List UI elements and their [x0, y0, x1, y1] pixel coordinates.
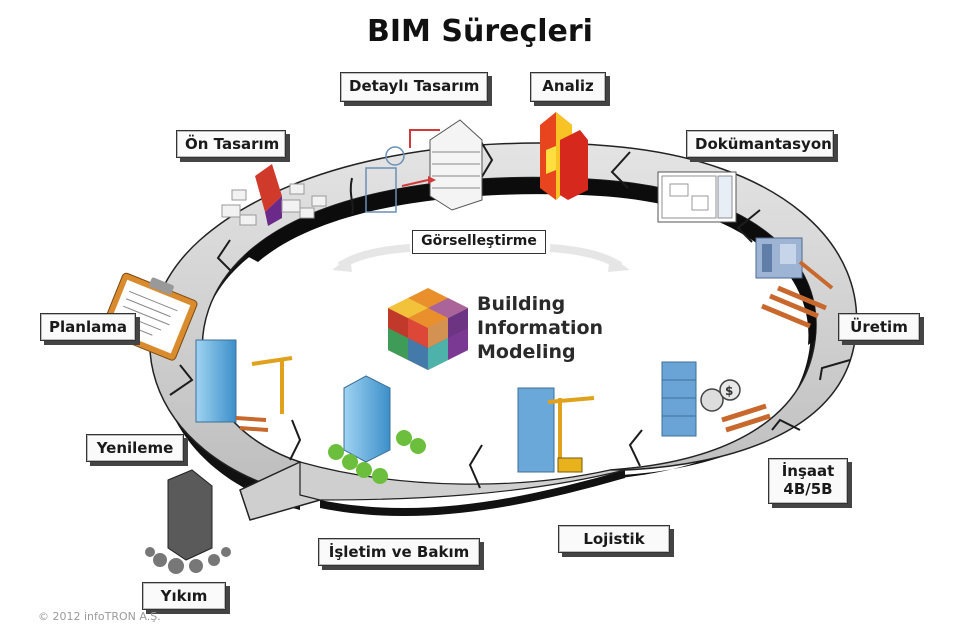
segment-dividers [169, 139, 851, 489]
stage-label-analysis: Analiz [530, 72, 606, 102]
copyright-notice: © 2012 infoTRON A.Ş. [38, 610, 161, 623]
bim-logo-text: Building Information Modeling [477, 292, 603, 364]
drawing-sheet-icon [657, 171, 737, 223]
visualization-label: Görselleştirme [412, 230, 546, 254]
factory-production-icon [755, 237, 834, 329]
stage-label-planning: Planlama [40, 313, 136, 341]
massing-model-icon [221, 164, 327, 226]
crane-logistics-icon [517, 387, 595, 473]
ring-surface [149, 139, 858, 535]
renovation-icon [195, 339, 293, 432]
construction-line-2: 4B/5B [783, 480, 833, 498]
stage-label-demolition: Yıkım [142, 582, 226, 610]
demolition-icon [145, 469, 231, 574]
operations-building-icon [328, 375, 426, 484]
ring-shadow [159, 157, 841, 510]
logo-line-information: Information [477, 317, 604, 339]
visualization-arrows [332, 244, 630, 272]
stage-label-logistics: Lojistik [558, 525, 670, 553]
stage-label-production: Üretim [838, 313, 920, 341]
stage-label-pre-design: Ön Tasarım [176, 130, 286, 158]
stage-label-operations-maintenance: İşletim ve Bakım [318, 538, 480, 566]
stage-label-detailed-design: Detaylı Tasarım [340, 72, 488, 102]
construction-cost-icon: $ [661, 361, 771, 437]
tower-design-icon [365, 119, 483, 213]
bim-cube-logo [388, 288, 468, 370]
stage-label-construction: İnşaat 4B/5B [768, 458, 848, 504]
svg-text:$: $ [725, 384, 733, 398]
diagram-title: BIM Süreçleri [367, 14, 593, 49]
logo-line-building: Building [477, 293, 566, 315]
construction-line-1: İnşaat [781, 462, 835, 480]
logo-line-modeling: Modeling [477, 341, 576, 363]
stage-label-documentation: Dokümantasyon [686, 130, 834, 158]
stage-label-renovation: Yenileme [86, 434, 184, 462]
analysis-heatmap-icon [540, 112, 588, 200]
